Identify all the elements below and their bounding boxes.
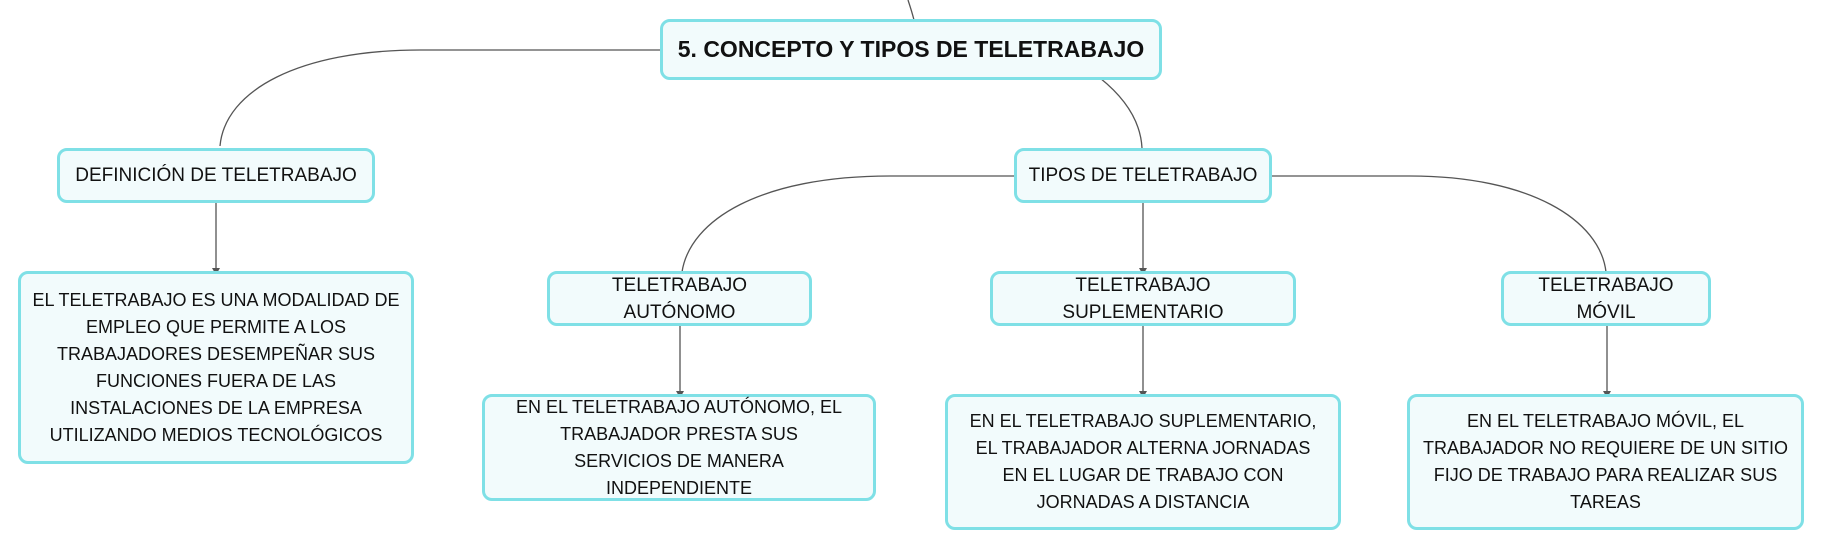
root-topic-label: 5. CONCEPTO Y TIPOS DE TELETRABAJO bbox=[677, 36, 1145, 62]
topic-autonomo-label: TELETRABAJO AUTÓNOMO bbox=[611, 274, 748, 323]
connector-tipos-to-movil bbox=[1272, 175, 1607, 273]
root-topic[interactable]: 5. CONCEPTO Y TIPOS DE TELETRABAJO bbox=[660, 19, 1162, 80]
definicion-text-box[interactable]: EL TELETRABAJO ES UNA MODALIDAD DE EMPLE… bbox=[18, 271, 414, 464]
topic-suplementario-label: TELETRABAJO SUPLEMENTARIO bbox=[1062, 274, 1224, 323]
connector-parent-to-root bbox=[907, 0, 915, 21]
autonomo-text: EN EL TELETRABAJO AUTÓNOMO, EL TRABAJADO… bbox=[515, 396, 843, 498]
topic-tipos-label: TIPOS DE TELETRABAJO bbox=[1028, 165, 1258, 186]
topic-movil-label: TELETRABAJO MÓVIL bbox=[1538, 274, 1674, 323]
topic-autonomo[interactable]: TELETRABAJO AUTÓNOMO bbox=[547, 271, 812, 326]
movil-text-box[interactable]: EN EL TELETRABAJO MÓVIL, EL TRABAJADOR N… bbox=[1407, 394, 1804, 530]
connector-tipos-to-autonomo bbox=[681, 175, 1016, 273]
topic-suplementario[interactable]: TELETRABAJO SUPLEMENTARIO bbox=[990, 271, 1296, 326]
topic-movil[interactable]: TELETRABAJO MÓVIL bbox=[1501, 271, 1711, 326]
movil-text: EN EL TELETRABAJO MÓVIL, EL TRABAJADOR N… bbox=[1422, 411, 1789, 512]
suplementario-text-box[interactable]: EN EL TELETRABAJO SUPLEMENTARIO, EL TRAB… bbox=[945, 394, 1341, 530]
topic-definicion-label: DEFINICIÓN DE TELETRABAJO bbox=[75, 165, 357, 186]
connector-root-to-definicion bbox=[219, 49, 662, 147]
connector-root-to-tipos bbox=[1099, 77, 1143, 149]
definicion-text: EL TELETRABAJO ES UNA MODALIDAD DE EMPLE… bbox=[32, 289, 400, 445]
topic-definicion[interactable]: DEFINICIÓN DE TELETRABAJO bbox=[57, 148, 375, 203]
suplementario-text: EN EL TELETRABAJO SUPLEMENTARIO, EL TRAB… bbox=[969, 411, 1317, 512]
autonomo-text-box[interactable]: EN EL TELETRABAJO AUTÓNOMO, EL TRABAJADO… bbox=[482, 394, 876, 501]
topic-tipos[interactable]: TIPOS DE TELETRABAJO bbox=[1014, 148, 1272, 203]
